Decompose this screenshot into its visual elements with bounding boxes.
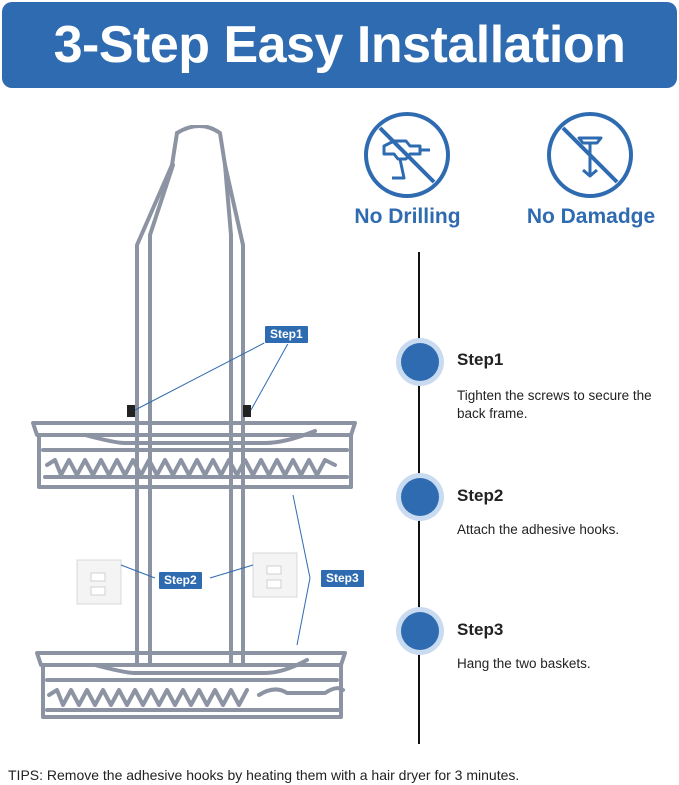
callout-step2: Step2: [158, 571, 203, 590]
step2-description: Attach the adhesive hooks.: [457, 522, 620, 537]
title-banner: 3-Step Easy Installation: [2, 2, 677, 88]
feature-label-no-drilling: No Drilling: [354, 205, 461, 228]
page-title: 3-Step Easy Installation: [53, 16, 626, 74]
step2-marker: [401, 478, 439, 516]
no-screw-icon: [547, 112, 633, 198]
step1-marker: [401, 343, 439, 381]
step1-title: Step1: [457, 350, 504, 369]
step3-title: Step3: [457, 620, 504, 639]
callout-step1: Step1: [264, 325, 309, 344]
step3-description: Hang the two baskets.: [457, 656, 591, 671]
no-drill-icon: [364, 112, 450, 198]
step1-description: Tighten the screws to secure the back fr…: [457, 388, 652, 421]
tips-text: TIPS: Remove the adhesive hooks by heati…: [8, 767, 520, 783]
callout-step3: Step3: [320, 569, 365, 588]
step3-marker: [401, 612, 439, 650]
feature-label-no-damage: No Damadge: [526, 205, 656, 228]
shower-caddy-illustration: [31, 125, 357, 719]
step2-title: Step2: [457, 486, 504, 505]
